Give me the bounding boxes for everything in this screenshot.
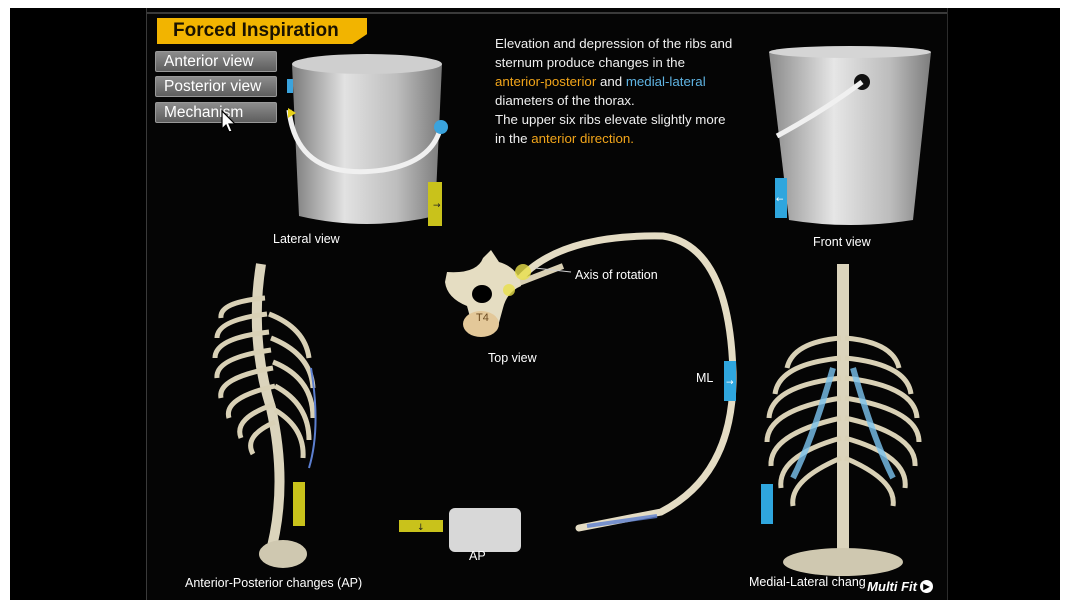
multi-fit-watermark: Multi Fit ▶ [867,579,933,594]
lateral-view-bucket: → [287,50,457,240]
play-icon: ▶ [920,580,933,593]
stage-top-border [147,12,947,14]
anterior-direction-highlight: anterior direction. [531,131,634,146]
mechanism-button[interactable]: Mechanism [155,102,277,123]
front-view-bucket: ← [765,44,935,234]
lateral-rib-cage-illustration [209,258,329,578]
ap-block: ↓ [399,508,529,558]
svg-text:←: ← [776,195,784,205]
description-text-part: and [596,74,626,89]
multi-fit-logo-text: Multi Fit [867,579,917,594]
svg-text:→: → [726,378,734,388]
medial-lateral-highlight: medial-lateral [626,74,706,89]
svg-text:→: → [433,201,441,211]
description-text-part: Elevation and depression of the ribs and… [495,36,732,70]
anterior-view-button[interactable]: Anterior view [155,51,277,72]
ml-changes-label: Medial-Lateral chang [749,575,866,589]
ml-marker: → [724,361,736,401]
front-view-label: Front view [813,235,871,249]
description-text: Elevation and depression of the ribs and… [495,34,735,148]
ap-changes-label: Anterior-Posterior changes (AP) [185,576,362,590]
lateral-view-label: Lateral view [273,232,340,246]
ml-label: ML [696,371,713,385]
mechanism-indicator-icon [288,108,296,118]
animation-stage: → Lateral view ← Front view Forced Inspi… [146,8,948,600]
description-text-part: diameters of the thorax. [495,93,635,108]
top-view-label: Top view [488,351,537,365]
posterior-view-indicator [287,79,293,93]
svg-text:↓: ↓ [417,523,425,533]
axis-of-rotation-label: Axis of rotation [575,268,658,282]
front-rib-cage-illustration [753,258,933,578]
ap-label: AP [469,549,486,563]
video-frame: → Lateral view ← Front view Forced Inspi… [10,8,1060,600]
anterior-posterior-highlight: anterior-posterior [495,74,596,89]
vertebra-label: T4 [476,312,489,324]
page-title: Forced Inspiration [157,18,367,44]
mouse-cursor-icon [221,110,237,134]
posterior-view-button[interactable]: Posterior view [155,76,277,97]
